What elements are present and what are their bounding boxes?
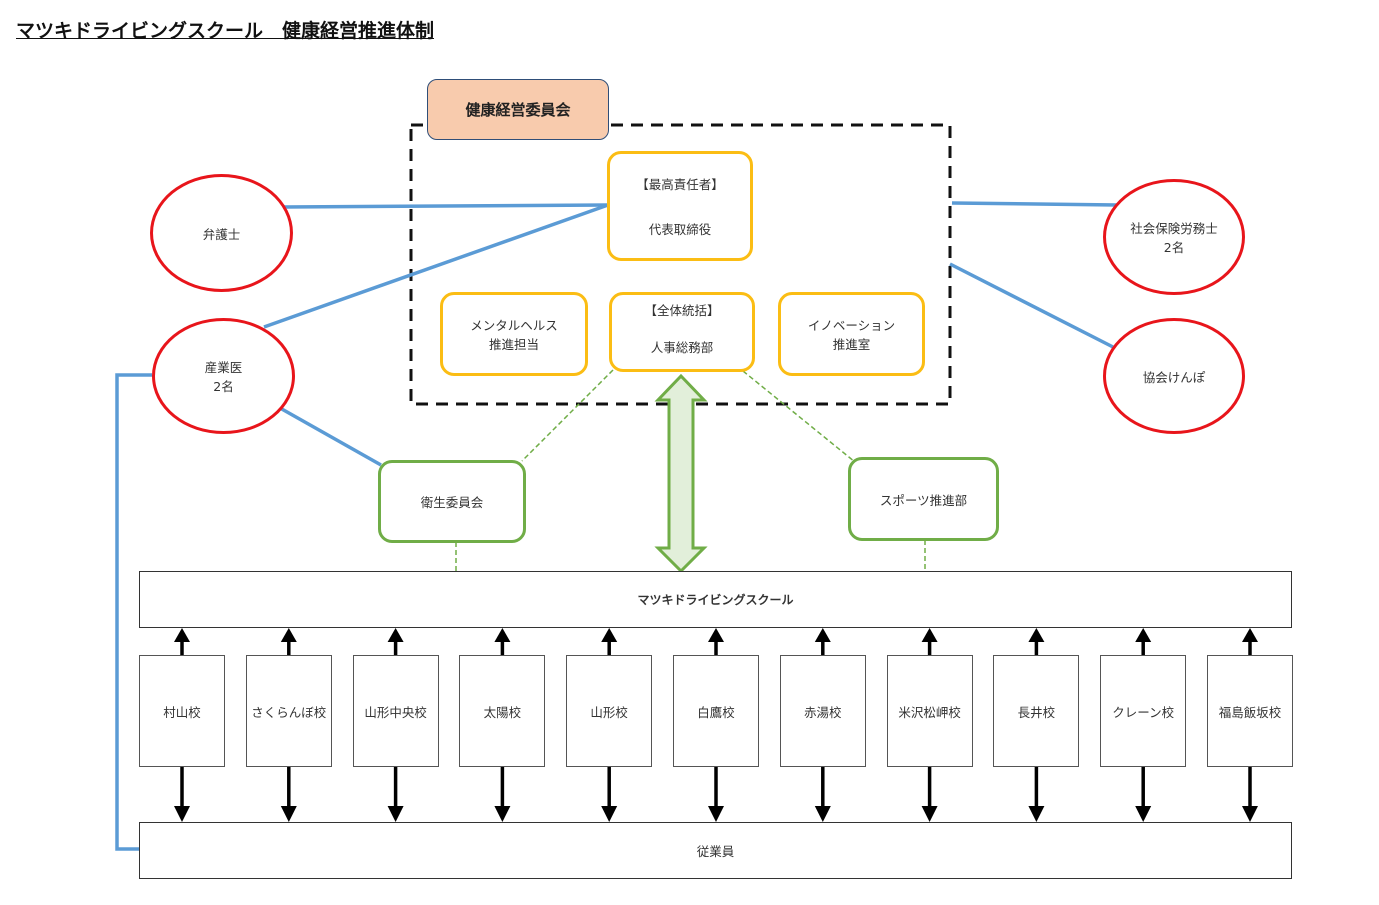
arrow-up-school-company xyxy=(280,628,297,655)
connector-doctor-employees xyxy=(115,373,152,851)
doctor-label: 産業医 xyxy=(204,360,243,375)
labor-consultant-count: 2名 xyxy=(1163,240,1185,255)
school-box: 赤湯校 xyxy=(779,655,866,767)
employees-bar: 従業員 xyxy=(139,822,1292,879)
arrow-up-school-company xyxy=(1135,628,1152,655)
arrow-up-school-company xyxy=(708,628,724,655)
arrow-down-school-employees xyxy=(494,767,511,822)
dashed-hr-health xyxy=(521,369,614,462)
arrow-up-school-company xyxy=(814,628,831,655)
school-label: 長井校 xyxy=(1017,704,1056,720)
school-arrows xyxy=(174,628,1258,822)
connector-doctor-health xyxy=(279,406,382,467)
school-label: 山形中央校 xyxy=(364,704,427,720)
occupational-doctor-ellipse: 産業医 2名 xyxy=(152,318,295,434)
arrow-up-school-company xyxy=(601,628,618,655)
arrow-up-school-company xyxy=(387,628,404,655)
mental-health-line2: 推進担当 xyxy=(488,337,539,352)
company-label: マツキドライビングスクール xyxy=(637,593,794,607)
school-box: 白鷹校 xyxy=(673,655,759,767)
innovation-line2: 推進室 xyxy=(832,337,871,352)
dashed-hr-sports xyxy=(742,370,856,463)
committee-label: 健康経営委員会 xyxy=(427,79,609,140)
arrow-up-school-company xyxy=(1028,628,1045,655)
sports-promotion-label: スポーツ推進部 xyxy=(879,492,968,508)
health-committee-label: 衛生委員会 xyxy=(420,495,484,510)
kenpo-label: 協会けんぽ xyxy=(1142,369,1206,385)
school-box: 山形校 xyxy=(566,655,653,767)
arrow-down-school-employees xyxy=(1242,767,1258,822)
arrow-up-school-company xyxy=(1242,628,1258,655)
arrow-down-school-employees xyxy=(921,767,938,822)
school-label: 赤湯校 xyxy=(804,704,842,720)
arrow-down-school-employees xyxy=(708,767,724,822)
employees-label: 従業員 xyxy=(696,844,735,859)
school-label: 山形校 xyxy=(590,704,628,720)
school-label: 村山校 xyxy=(163,704,201,720)
school-label: クレーン校 xyxy=(1112,704,1175,720)
page-title: マツキドライビングスクール 健康経営推進体制 xyxy=(16,20,435,42)
arrow-down-school-employees xyxy=(280,767,297,822)
school-label: 米沢松岬校 xyxy=(898,704,961,720)
hr-name: 人事総務部 xyxy=(650,340,714,355)
company-bar: マツキドライビングスクール xyxy=(139,571,1292,628)
arrow-down-school-employees xyxy=(601,767,618,822)
top-executive-role: 【最高責任者】 xyxy=(636,177,724,192)
doctor-count: 2名 xyxy=(213,379,234,394)
arrow-up-school-company xyxy=(174,628,190,655)
labor-consultant-label: 社会保険労務士 xyxy=(1130,221,1218,236)
innovation-line1: イノベーション xyxy=(807,318,896,333)
school-box: 米沢松岬校 xyxy=(886,655,973,767)
school-box: 長井校 xyxy=(993,655,1080,767)
arrow-down-school-employees xyxy=(174,767,190,822)
arrow-down-school-employees xyxy=(387,767,404,822)
top-executive-box: 【最高責任者】 代表取締役 xyxy=(607,151,753,261)
connector-doctor-exec xyxy=(263,203,609,329)
hr-role: 【全体統括】 xyxy=(644,303,720,318)
school-label: さくらんぼ校 xyxy=(251,704,327,720)
sports-promotion-box: スポーツ推進部 xyxy=(848,457,999,541)
school-box: 福島飯坂校 xyxy=(1207,655,1293,767)
arrow-up-school-company xyxy=(494,628,511,655)
connector-kenpo-committee xyxy=(949,262,1114,349)
mental-health-line1: メンタルヘルス xyxy=(470,318,558,333)
school-label: 太陽校 xyxy=(483,704,522,720)
school-label: 福島飯坂校 xyxy=(1218,704,1282,720)
connector-lawyer-exec xyxy=(283,203,609,209)
labor-consultant-ellipse: 社会保険労務士 2名 xyxy=(1103,179,1245,295)
school-box: 太陽校 xyxy=(459,655,546,767)
top-executive-name: 代表取締役 xyxy=(648,222,712,237)
connector-labor-committee xyxy=(951,201,1118,207)
hr-box: 【全体統括】 人事総務部 xyxy=(609,292,755,372)
arrow-down-school-employees xyxy=(1135,767,1152,822)
arrow-down-school-employees xyxy=(814,767,831,822)
mental-health-box: メンタルヘルス 推進担当 xyxy=(440,292,588,376)
health-committee-box: 衛生委員会 xyxy=(378,460,526,543)
kyokai-kenpo-ellipse: 協会けんぽ xyxy=(1103,318,1245,434)
lawyer-label: 弁護士 xyxy=(202,226,241,242)
school-box: 山形中央校 xyxy=(352,655,439,767)
school-label: 白鷹校 xyxy=(697,704,735,720)
school-box: さくらんぼ校 xyxy=(245,655,332,767)
lawyer-ellipse: 弁護士 xyxy=(150,174,293,292)
school-box: 村山校 xyxy=(139,655,225,767)
arrow-up-school-company xyxy=(921,628,938,655)
school-box: クレーン校 xyxy=(1100,655,1187,767)
arrow-down-school-employees xyxy=(1028,767,1045,822)
innovation-box: イノベーション 推進室 xyxy=(778,292,925,376)
